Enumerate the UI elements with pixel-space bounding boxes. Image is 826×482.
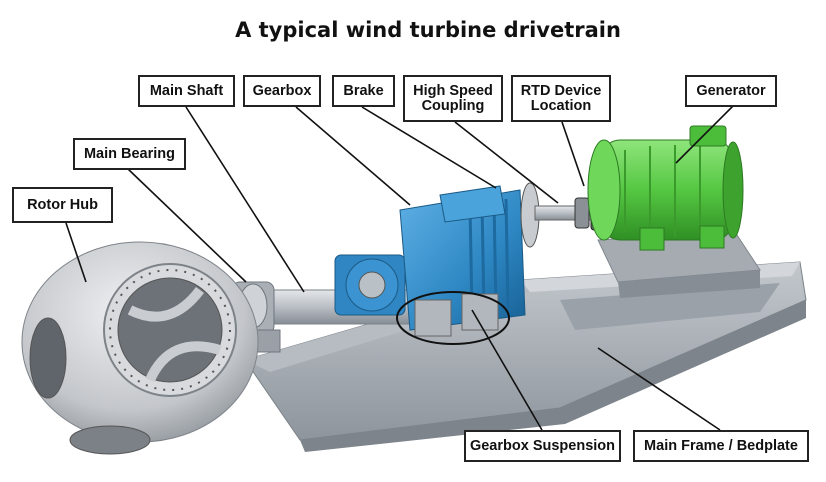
- callout-generator: Generator: [685, 75, 777, 107]
- callout-gearbox: Gearbox: [243, 75, 321, 107]
- callout-rotor-hub: Rotor Hub: [12, 187, 113, 223]
- generator: [587, 125, 744, 251]
- callout-main-frame-bedplate: Main Frame / Bedplate: [633, 430, 809, 462]
- suspension-highlight-ellipse: [396, 291, 510, 345]
- callout-high-speed-coupling: High Speed Coupling: [403, 75, 503, 122]
- generator-support-stand: [597, 231, 761, 298]
- callout-rtd-device-location: RTD Device Location: [511, 75, 611, 122]
- diagram-title: A typical wind turbine drivetrain: [235, 18, 621, 42]
- rotor-hub: [21, 241, 259, 455]
- callout-main-bearing: Main Bearing: [73, 138, 186, 170]
- gearbox-suspension-mounts: [396, 291, 510, 345]
- callout-main-shaft: Main Shaft: [138, 75, 235, 107]
- leader-lines: [65, 104, 735, 431]
- callout-brake: Brake: [332, 75, 395, 107]
- callout-gearbox-suspension: Gearbox Suspension: [464, 430, 621, 462]
